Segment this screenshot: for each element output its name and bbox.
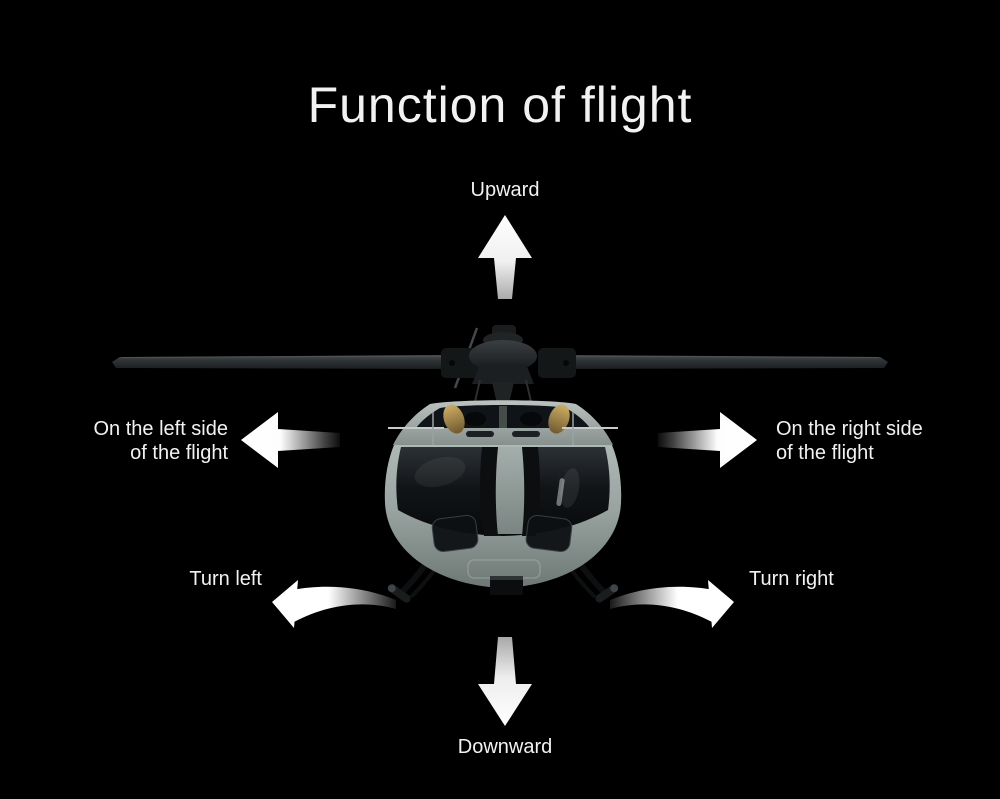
up-arrow-icon: [478, 215, 532, 299]
curved-left-arrow-icon: [272, 580, 396, 628]
turn-left-label: Turn left: [189, 568, 262, 590]
right-side-label: On the right side of the flight: [776, 417, 996, 465]
left-rotor-blade: [112, 355, 452, 369]
left-side-label: On the left side of the flight: [58, 417, 228, 465]
left-arrow-icon: [241, 412, 340, 468]
downward-label: Downward: [457, 736, 553, 758]
page-title: Function of flight: [307, 77, 693, 133]
right-arrow-icon: [658, 412, 757, 468]
right-side-label-line2: of the flight: [776, 442, 874, 464]
right-side-label-line1: On the right side: [776, 418, 923, 440]
turn-right-label: Turn right: [749, 568, 834, 590]
upward-label: Upward: [470, 179, 540, 201]
right-rotor-blade: [554, 355, 888, 369]
left-side-label-line2: of the flight: [130, 442, 228, 464]
down-arrow-icon: [478, 637, 532, 726]
helicopter-front-view-image: [112, 325, 888, 603]
left-side-label-line1: On the left side: [93, 418, 228, 440]
curved-right-arrow-icon: [610, 580, 734, 628]
